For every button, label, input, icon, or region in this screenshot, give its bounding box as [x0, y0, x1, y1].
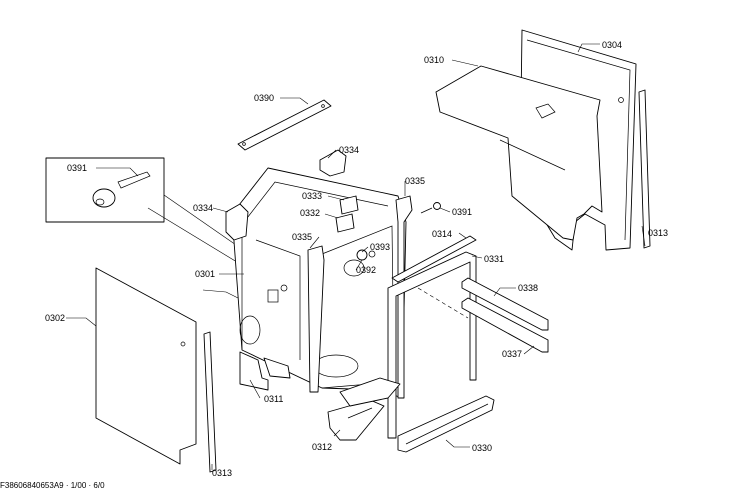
document-code-footer: F38606840653A9 · 1/00 · 6/0: [0, 481, 105, 490]
label-0311: 0311: [264, 394, 283, 404]
label-0391-inset: 0391: [67, 163, 87, 173]
label-0392: 0392: [356, 265, 376, 275]
label-0312: 0312: [312, 442, 332, 452]
label-0302: 0302: [45, 313, 65, 323]
label-0335-right: 0335: [405, 176, 425, 186]
part-0310-insulation-mat: [435, 65, 603, 241]
label-0310: 0310: [424, 55, 444, 65]
assembly-dashed-line: [417, 287, 469, 319]
label-0391-right: 0391: [452, 207, 472, 217]
label-0301: 0301: [195, 269, 215, 279]
part-0338-rail: [461, 277, 549, 331]
part-0314-top-frame: [391, 235, 477, 283]
part-0332-catch: [335, 213, 355, 233]
label-0338: 0338: [518, 283, 538, 293]
part-0334-bracket-left: [225, 203, 249, 241]
label-0333: 0333: [302, 191, 322, 201]
label-0313-top: 0313: [648, 228, 668, 238]
part-0335-front-rail: [307, 245, 325, 393]
part-0333-hinge: [339, 195, 359, 215]
part-0335-right-rail: [395, 195, 413, 399]
label-0304: 0304: [602, 40, 622, 50]
part-0390-top-plate: [237, 99, 332, 151]
label-0313-bottom: 0313: [212, 468, 232, 478]
part-0312-plinth-parts: [327, 377, 401, 441]
label-0334-left: 0334: [193, 203, 213, 213]
leader-lines: [66, 43, 646, 470]
label-0393: 0393: [370, 242, 390, 252]
label-0332: 0332: [300, 208, 320, 218]
part-0302-side-panel: [95, 267, 197, 465]
label-0337: 0337: [502, 349, 522, 359]
part-0337-rail: [461, 297, 549, 353]
label-0331: 0331: [484, 254, 504, 264]
part-number-labels: 0310 0304 0313 0390 0334 0391 0333 0335 …: [45, 40, 668, 478]
label-0314: 0314: [432, 229, 452, 239]
label-0330: 0330: [472, 443, 492, 453]
part-0313-top-strip: [638, 89, 651, 249]
label-0334-top: 0334: [339, 145, 359, 155]
part-0334-bracket-top: [319, 149, 347, 177]
part-0313-side-strip: [203, 331, 217, 473]
inset-detail-box: [45, 157, 165, 223]
part-0331-side-frame: [387, 251, 477, 439]
label-0390: 0390: [254, 93, 274, 103]
label-0335-front: 0335: [292, 232, 312, 242]
part-0311-base-bracket: [239, 351, 291, 391]
part-0330-kickplate: [397, 395, 495, 453]
part-0391-screw-right: [420, 202, 441, 214]
